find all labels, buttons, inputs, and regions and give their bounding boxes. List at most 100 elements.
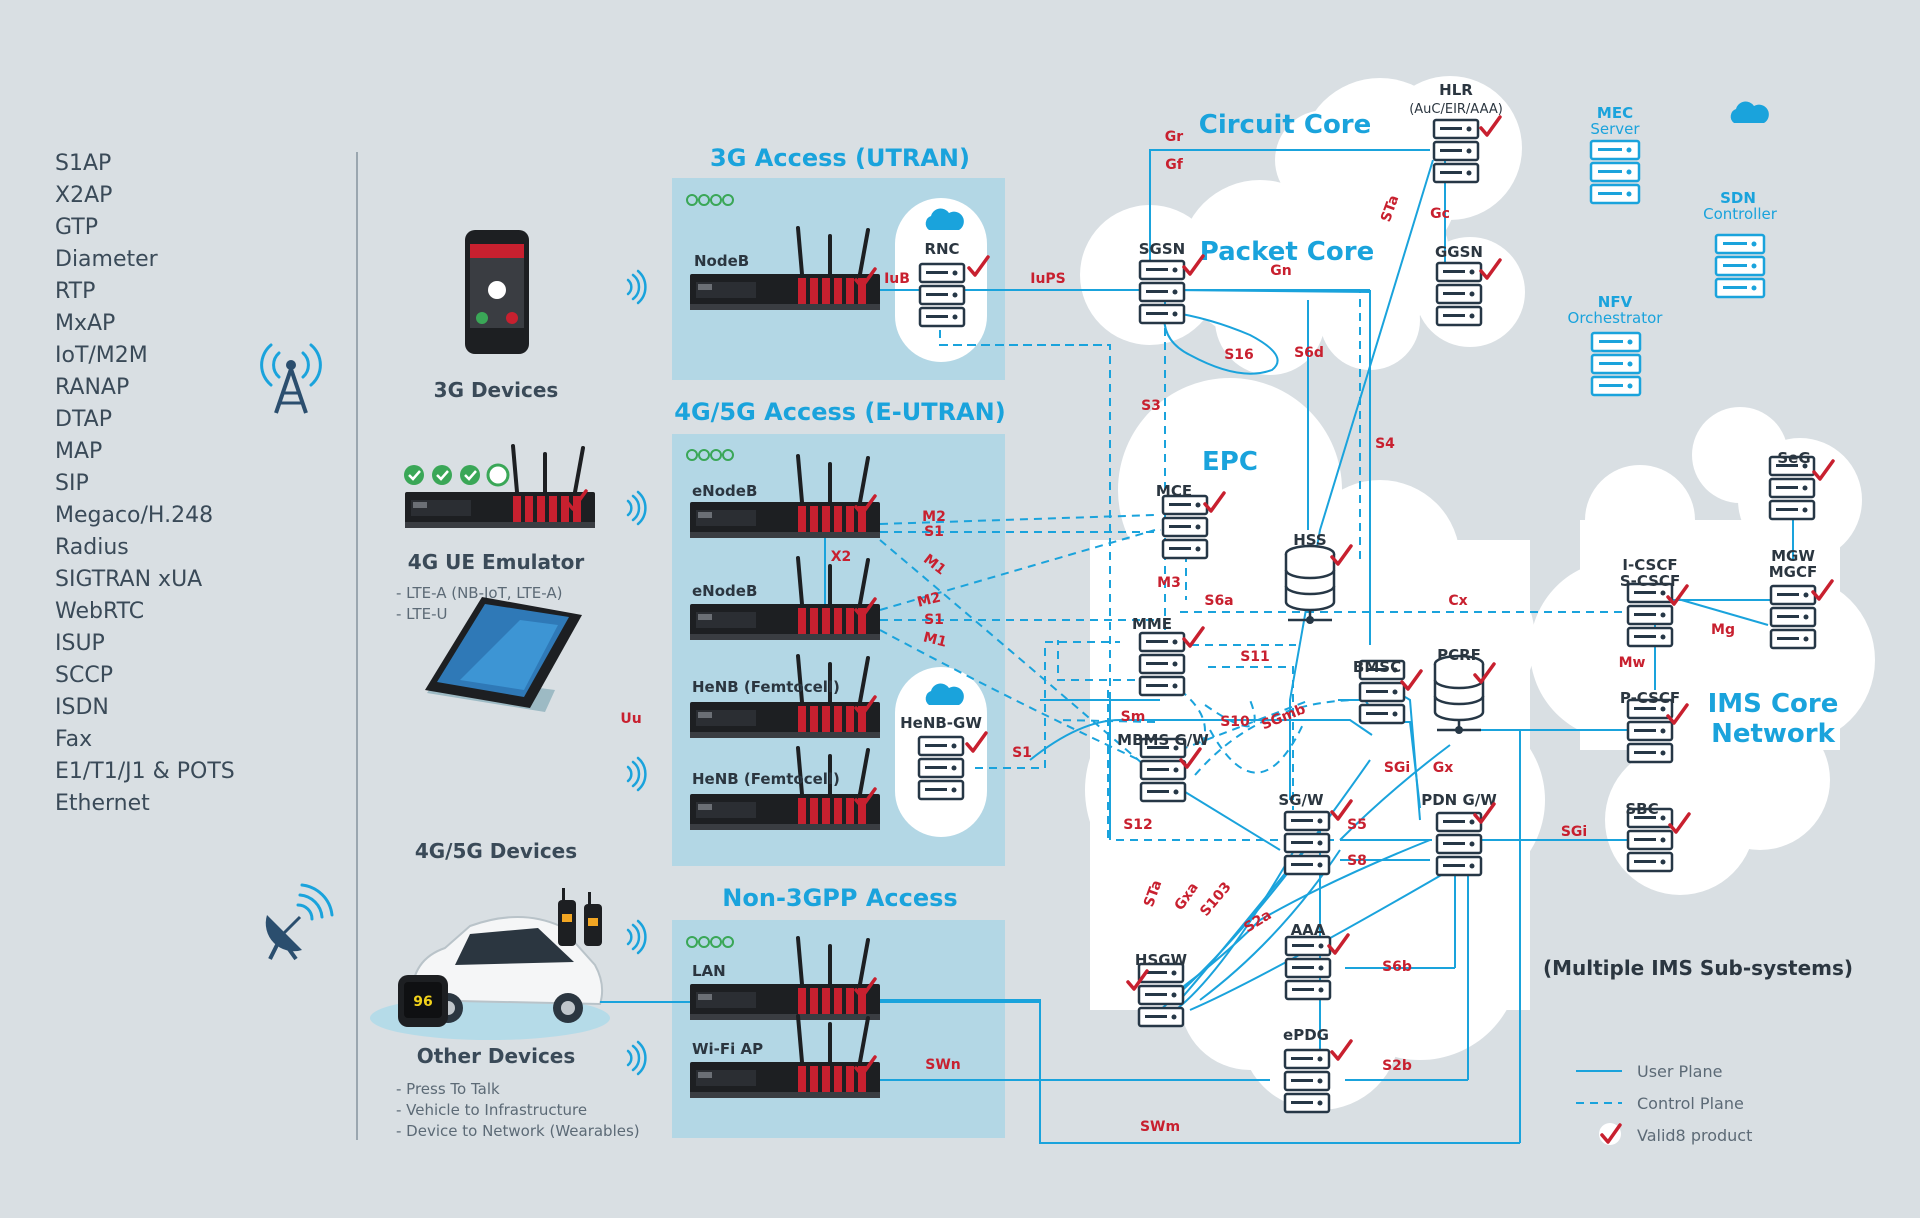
- legend-control-plane-label: Control Plane: [1637, 1094, 1744, 1113]
- interface-label: S6a: [1204, 593, 1233, 609]
- node-label-epdg: ePDG: [1283, 1026, 1329, 1044]
- epdg-node: [1283, 1048, 1331, 1114]
- node-label-mgw: MGW: [1771, 547, 1815, 565]
- node-label-sgw: SG/W: [1278, 791, 1324, 809]
- interface-label: Gc: [1430, 206, 1450, 222]
- interface-label: SWn: [925, 1057, 961, 1073]
- mec-server-node: [1589, 139, 1641, 205]
- interface-label: Cx: [1448, 593, 1467, 609]
- node-label-mgcf: MGCF: [1769, 563, 1818, 581]
- protocol-item: Megaco/H.248: [55, 503, 214, 528]
- node-label-icscf: I-CSCF: [1622, 556, 1677, 574]
- hlr-node: [1432, 118, 1480, 184]
- protocol-item: E1/T1/J1 & POTS: [55, 759, 235, 784]
- henbgw-node: [917, 735, 965, 801]
- sbc-node: [1626, 807, 1674, 873]
- node-label-henb: HeNB (Femtocell): [692, 770, 840, 788]
- 4g-ue-emulator-unit: [403, 444, 597, 530]
- circuit-core-cloud: [1275, 76, 1522, 255]
- legend-valid8-label: Valid8 product: [1637, 1126, 1752, 1145]
- section-title-packet-core: Packet Core: [1200, 237, 1374, 267]
- device-label-emulator: 4G UE Emulator: [408, 550, 585, 574]
- interface-label: S16: [1224, 347, 1254, 363]
- interface-label: IuB: [884, 271, 910, 287]
- nfv-sublabel: Orchestrator: [1568, 309, 1664, 327]
- legend-valid8-check-icon: [1599, 1123, 1622, 1145]
- interface-label: Gr: [1165, 129, 1183, 145]
- ims-core-cloud: [1530, 407, 1875, 895]
- node-label-sbc: SBC: [1625, 800, 1658, 818]
- node-label-pcscf: P-CSCF: [1620, 689, 1680, 707]
- mce-node: [1161, 494, 1209, 560]
- node-label-enodeb: eNodeB: [692, 582, 757, 600]
- ims-subsystems-note: (Multiple IMS Sub-systems): [1543, 956, 1853, 980]
- wireless-signal-icon: [626, 919, 647, 955]
- section-title-ims-core: Network: [1711, 719, 1836, 749]
- protocol-item: S1AP: [55, 151, 112, 176]
- mgw-mgcf-node: [1769, 584, 1817, 650]
- interface-label: Uu: [620, 711, 641, 727]
- nfv-label: NFV: [1598, 293, 1633, 311]
- node-label-pcrf: PCRF: [1437, 646, 1481, 664]
- status-check-icons: [404, 463, 510, 487]
- pcscf-node: [1626, 698, 1674, 764]
- protocol-item: WebRTC: [55, 599, 145, 624]
- protocol-item: SCCP: [55, 663, 113, 688]
- device-label-3g: 3G Devices: [434, 378, 559, 402]
- interface-label: S6d: [1294, 345, 1324, 361]
- emulator-note: - LTE-U: [396, 605, 448, 623]
- node-label-hsgw: HSGW: [1135, 951, 1188, 969]
- node-label-henbgw: HeNB-GW: [900, 714, 982, 732]
- interface-label: X2: [831, 549, 852, 565]
- section-title-epc: EPC: [1202, 447, 1258, 477]
- wireless-signal-icon: [626, 490, 647, 526]
- aaa-node: [1284, 935, 1332, 1001]
- node-label-nodeb: NodeB: [694, 252, 749, 270]
- interface-label: S6b: [1382, 959, 1412, 975]
- interface-label: M3: [1157, 575, 1181, 591]
- protocol-item: SIP: [55, 471, 89, 496]
- protocol-item: X2AP: [55, 183, 113, 208]
- sgw-node: [1283, 810, 1331, 876]
- access-panel-non3gpp: [672, 920, 1005, 1138]
- interface-label: S1: [1012, 745, 1032, 761]
- other-devices-note: - Press To Talk: [396, 1080, 500, 1098]
- protocol-item: RANAP: [55, 375, 130, 400]
- control-plane-links: [879, 289, 1645, 841]
- wireless-signal-icon: [626, 269, 647, 305]
- protocol-item: Radius: [55, 535, 129, 560]
- node-label-bmsc: BMSC: [1353, 658, 1401, 676]
- interface-label: S2b: [1382, 1058, 1412, 1074]
- sdn-controller-node: [1714, 233, 1766, 299]
- section-title-4g5g-access: 4G/5G Access (E-UTRAN): [674, 398, 1005, 426]
- protocol-item: IoT/M2M: [55, 343, 148, 368]
- interface-label: S5: [1347, 817, 1367, 833]
- node-label-wifi-ap: Wi-Fi AP: [692, 1040, 763, 1058]
- legend-user-plane-label: User Plane: [1637, 1062, 1722, 1081]
- interface-label: M2: [916, 589, 943, 610]
- interface-label: Gf: [1165, 157, 1183, 173]
- interface-label: Mg: [1711, 622, 1735, 638]
- other-devices-illustration: [370, 888, 610, 1040]
- cloud-icon: [1730, 101, 1769, 123]
- mme-node: [1138, 631, 1186, 697]
- interface-label: Gx: [1433, 760, 1454, 776]
- protocol-item: Fax: [55, 727, 93, 752]
- node-label-henb: HeNB (Femtocell): [692, 678, 840, 696]
- other-devices-note: - Device to Network (Wearables): [396, 1122, 640, 1140]
- sdn-sublabel: Controller: [1703, 205, 1778, 223]
- sgsn-node: [1138, 259, 1186, 325]
- node-label-seg: SeG: [1777, 449, 1810, 467]
- interface-label: M2: [922, 509, 946, 525]
- ggsn-node: [1435, 261, 1483, 327]
- 3g-device-phone: [465, 230, 529, 354]
- protocol-item: SIGTRAN xUA: [55, 567, 203, 592]
- node-label-hlr: HLR: [1439, 81, 1473, 99]
- protocol-item: Diameter: [55, 247, 158, 272]
- device-label-4g5g: 4G/5G Devices: [415, 839, 577, 863]
- protocol-item: ISDN: [55, 695, 109, 720]
- interface-label: S11: [1240, 649, 1270, 665]
- pdn-gw-node: [1435, 811, 1483, 877]
